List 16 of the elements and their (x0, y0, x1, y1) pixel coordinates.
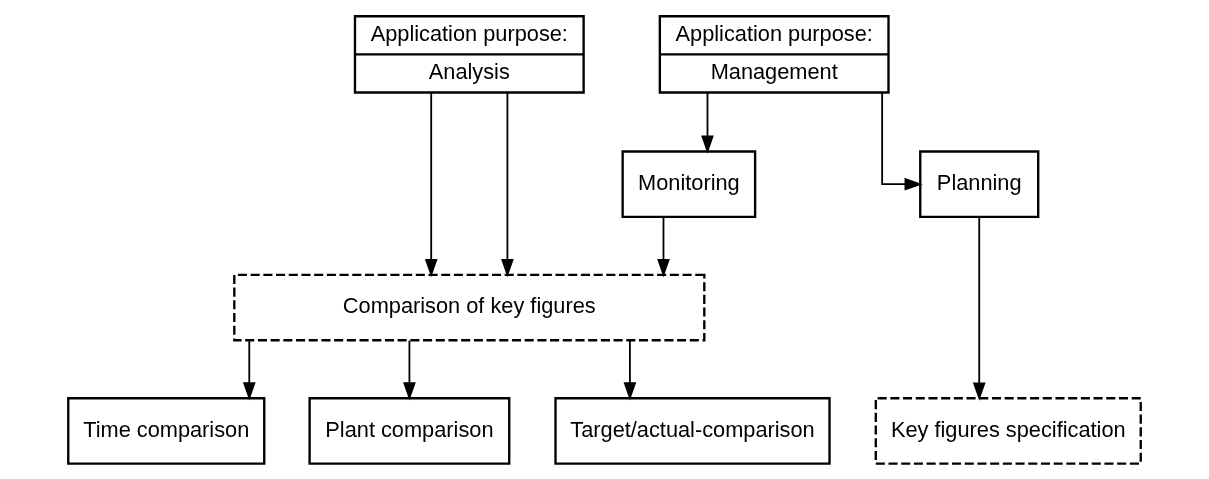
arrow (657, 216, 670, 278)
arrow (623, 339, 637, 401)
arrow (972, 216, 986, 401)
node-box: Target/actual-comparison (554, 397, 831, 465)
arrow (242, 339, 256, 401)
node-box: Planning (919, 150, 1040, 218)
node-box: Monitoring (621, 150, 757, 218)
arrow (501, 91, 514, 278)
arrow (403, 339, 416, 401)
arrow (701, 91, 714, 154)
arrow (881, 91, 923, 191)
node-box: Key figures specification (874, 397, 1142, 465)
node-box: Time comparison (67, 397, 266, 465)
node-box: Plant comparison (308, 397, 511, 465)
node-box: Comparison of key figures (233, 273, 706, 342)
arrow (424, 91, 438, 278)
